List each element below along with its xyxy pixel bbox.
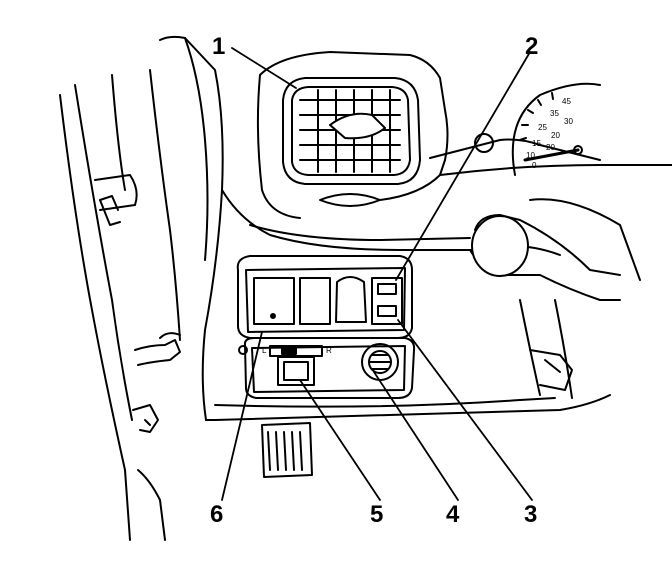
leader-lines <box>221 47 533 501</box>
speedometer-label: 35 <box>550 109 559 118</box>
speedometer-label: 45 <box>562 97 571 106</box>
air-vent <box>282 77 421 207</box>
callout-3: 3 <box>524 501 537 528</box>
door-pillar-trim <box>59 69 181 541</box>
leader-line-5 <box>299 379 381 501</box>
panel-right-mark: R <box>326 346 332 355</box>
callout-4: 4 <box>446 501 460 528</box>
dashboard-body <box>159 35 672 421</box>
leader-line-3 <box>397 319 533 501</box>
upper-switch-bezel <box>236 255 413 339</box>
speedometer-label: 25 <box>538 123 547 132</box>
speedometer-label: 15 <box>532 139 541 148</box>
speedometer-label: 20 <box>551 131 560 140</box>
callout-1: 1 <box>212 33 225 60</box>
callout-5: 5 <box>370 501 383 528</box>
speedometer-label: 20 <box>546 143 555 152</box>
leader-line-4 <box>373 371 459 501</box>
pedal <box>261 422 313 478</box>
callout-2: 2 <box>525 33 538 60</box>
speedometer-label: 30 <box>564 117 573 126</box>
right-lower-trim <box>529 349 573 391</box>
speedometer-label: 0 <box>532 161 537 170</box>
panel-left-mark: L <box>262 346 267 355</box>
lower-switch-bezel <box>238 337 416 399</box>
leader-line-6 <box>221 331 263 501</box>
leader-line-1 <box>231 47 297 89</box>
steering-stalk <box>469 198 641 301</box>
speedometer <box>474 82 601 176</box>
leader-line-2 <box>395 51 531 281</box>
speedometer-scale: 45 35 30 25 20 15 20 10 0 <box>526 97 573 170</box>
callout-6: 6 <box>210 501 223 528</box>
speedometer-label: 10 <box>526 151 535 160</box>
